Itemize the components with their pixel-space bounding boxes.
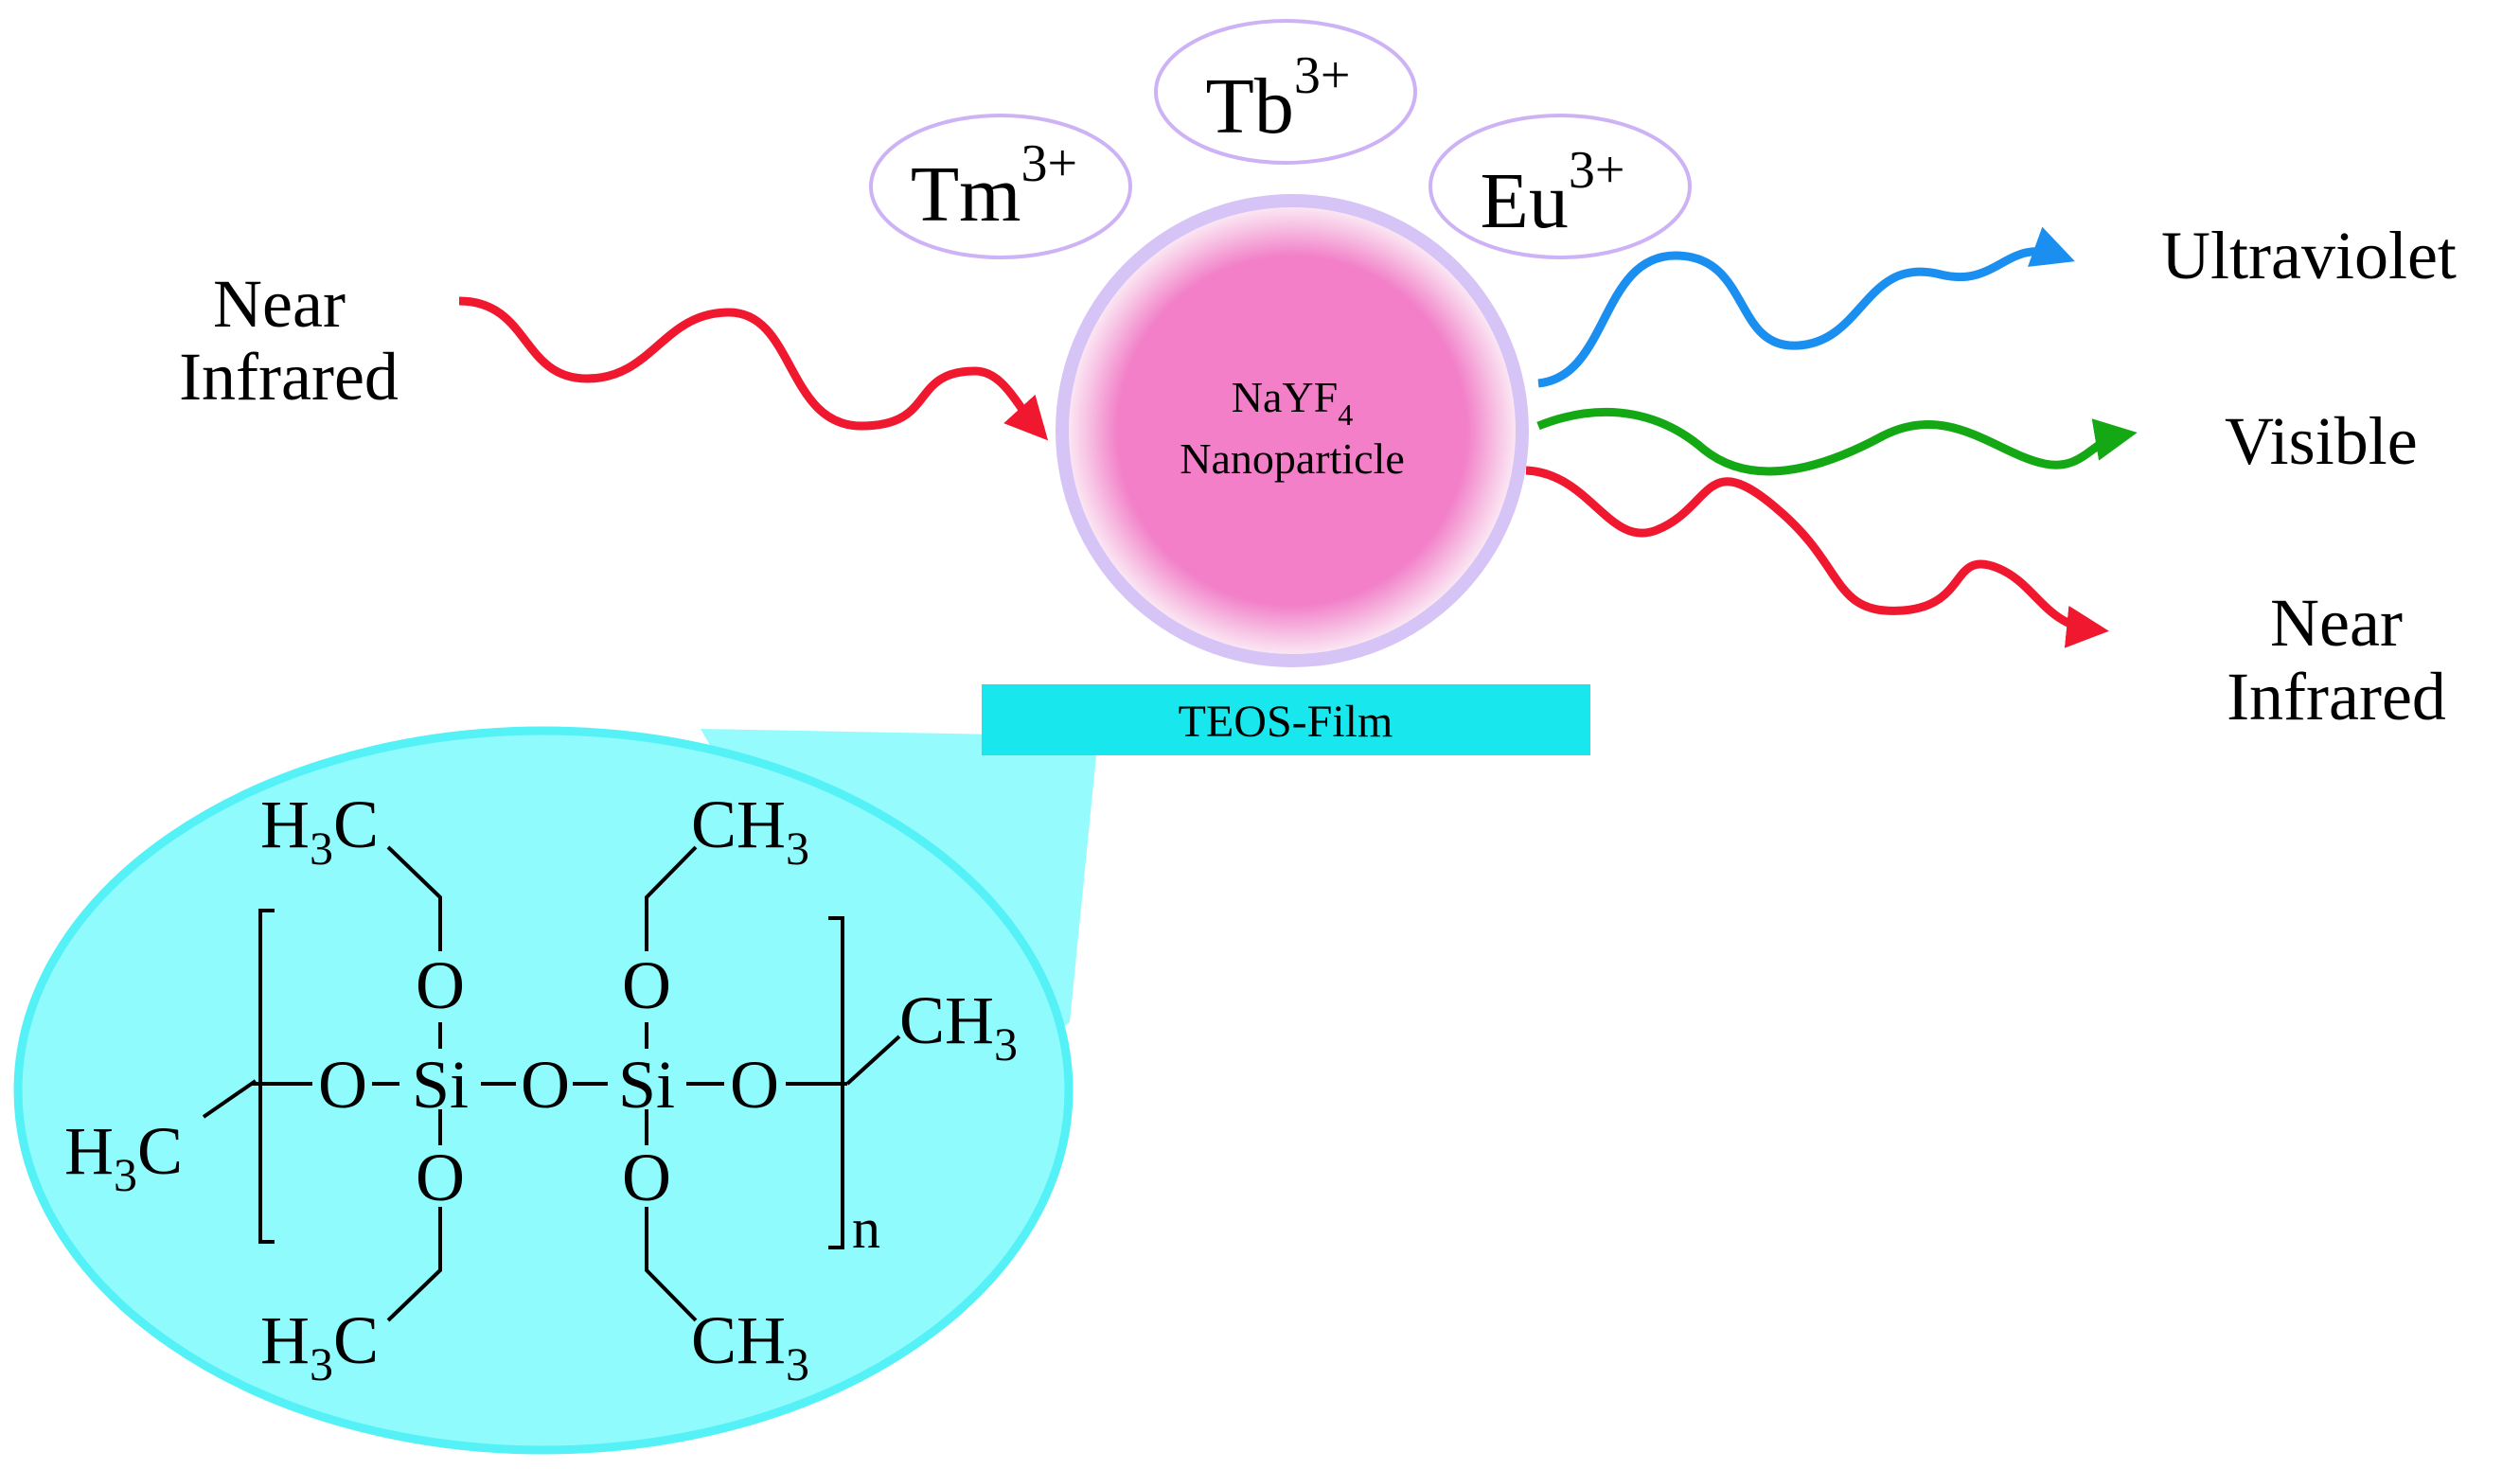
nanoparticle-formula: NaYF4 — [1232, 373, 1353, 432]
atom-o-backbone-3: O — [730, 1047, 779, 1123]
visible-wave — [1536, 407, 2138, 476]
bond-bottom-left-chain — [386, 1207, 442, 1322]
teos-atoms: H3C CH3 O O CH3 O Si O Si O H3C O O n H3… — [64, 787, 1018, 1390]
nanoparticle: NaYF4 Nanoparticle — [1056, 194, 1529, 667]
zoom-callout — [13, 726, 1098, 1455]
ion-tb-label: Tb3+ — [1206, 46, 1351, 150]
atom-ch3-top-right: CH3 — [691, 787, 809, 875]
repeat-index: n — [852, 1197, 880, 1260]
ion-tm-symbol: Tm — [911, 150, 1021, 239]
atom-h3c-top-left: H3C — [260, 787, 379, 875]
atom-si-2: Si — [618, 1047, 675, 1123]
ion-tb-symbol: Tb — [1206, 62, 1294, 150]
visible-label: Visible — [2225, 403, 2418, 479]
teos-structure — [202, 845, 901, 1322]
atom-h3c-left: H3C — [64, 1113, 183, 1201]
zoom-ellipse — [13, 726, 1074, 1455]
ion-tm-label: Tm3+ — [911, 134, 1077, 239]
dopant-ions: Tm3+ Tb3+ Eu3+ — [869, 19, 1692, 259]
atom-ch3-bottom-right: CH3 — [691, 1302, 809, 1390]
output-visible: Visible — [1536, 403, 2418, 479]
atom-si-1: Si — [412, 1047, 469, 1123]
bond-top-left-chain — [386, 845, 442, 951]
ion-tb-bubble — [1154, 19, 1417, 165]
ion-tb: Tb3+ — [1154, 19, 1417, 165]
input-nir-label-line2: Infrared — [179, 339, 399, 415]
bond-top-right-chain — [645, 845, 698, 951]
bond-bottom-right-chain — [645, 1207, 698, 1322]
ion-tm-charge: 3+ — [1021, 134, 1078, 193]
ultraviolet-wave — [1537, 226, 2075, 388]
nanoparticle-label: Nanoparticle — [1180, 434, 1405, 483]
atom-o-top-left: O — [416, 947, 465, 1023]
ion-tm: Tm3+ — [869, 114, 1132, 259]
input-nir: Near Infrared — [179, 266, 1049, 441]
atom-o-backbone-2: O — [521, 1047, 570, 1123]
output-nir: Near Infrared — [1525, 466, 2446, 734]
input-nir-label-line1: Near — [213, 266, 346, 342]
atom-o-bottom-right: O — [622, 1140, 671, 1215]
atom-h3c-bottom-left: H3C — [260, 1302, 379, 1390]
output-nir-wave — [1525, 466, 2109, 648]
ion-tb-charge: 3+ — [1294, 46, 1351, 105]
atom-o-bottom-left: O — [416, 1140, 465, 1215]
teos-film: TEOS-Film — [982, 684, 1590, 755]
left-bracket — [258, 909, 275, 1244]
output-nir-label-line2: Infrared — [2227, 659, 2446, 734]
bond-right-cap — [845, 1035, 901, 1086]
ion-eu-label: Eu3+ — [1481, 141, 1625, 245]
output-nir-label-line1: Near — [2270, 585, 2403, 661]
ion-eu: Eu3+ — [1429, 114, 1692, 259]
ion-tm-bubble — [869, 114, 1132, 259]
atom-ch3-right: CH3 — [899, 982, 1018, 1071]
nanoparticle-core — [1069, 207, 1516, 654]
atom-o-top-right: O — [622, 947, 671, 1023]
bond-left-cap — [202, 1079, 257, 1119]
formula-subscript: 4 — [1338, 398, 1353, 432]
ion-eu-charge: 3+ — [1569, 141, 1625, 200]
ion-eu-bubble — [1429, 114, 1692, 259]
output-ultraviolet: Ultraviolet — [1537, 218, 2457, 388]
ion-eu-symbol: Eu — [1481, 157, 1569, 245]
ultraviolet-label: Ultraviolet — [2161, 218, 2457, 293]
teos-film-label: TEOS-Film — [1179, 697, 1393, 747]
formula-base: NaYF — [1232, 373, 1338, 421]
teos-film-bar — [982, 684, 1590, 755]
atom-o-backbone-1: O — [318, 1047, 367, 1123]
input-nir-wave — [458, 296, 1049, 441]
